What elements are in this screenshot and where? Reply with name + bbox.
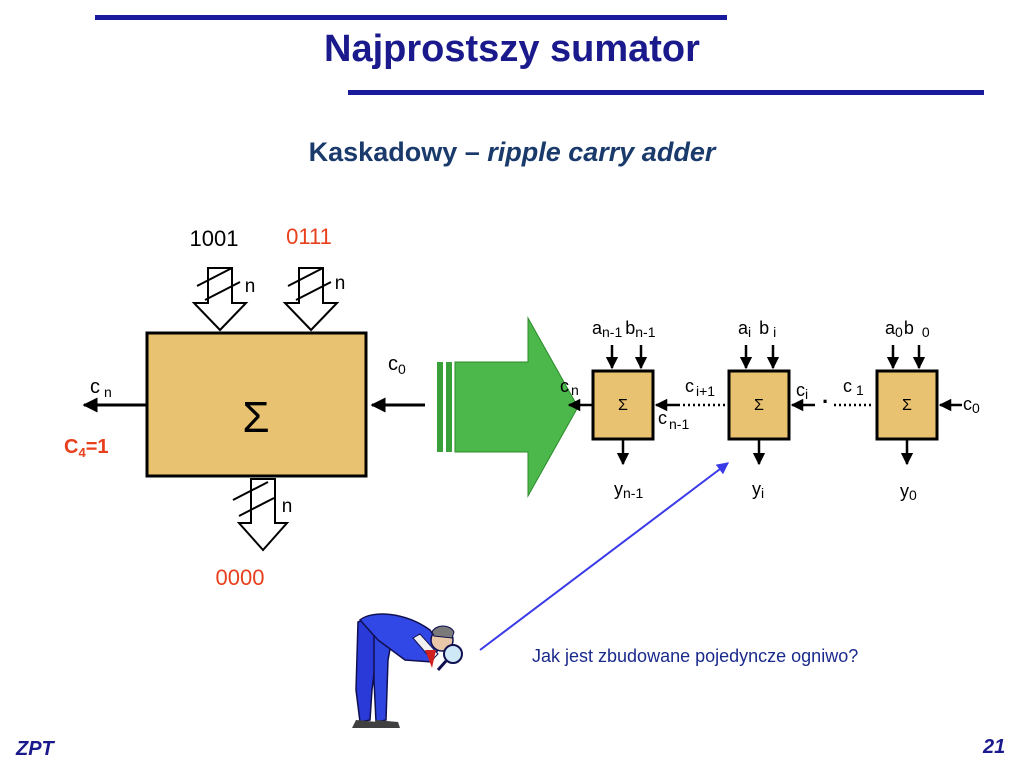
subtitle-italic: ripple carry adder	[487, 137, 716, 167]
chain-cell-i-sigma: Σ	[754, 397, 764, 414]
page-number: 21	[983, 736, 1006, 758]
bus-arrow-out	[236, 478, 290, 552]
bus-slash-a2	[204, 281, 241, 301]
title-rule-bottom	[348, 90, 984, 95]
big-adder-sigma: Σ	[242, 393, 269, 442]
chain-c0-label: c0	[963, 394, 980, 416]
chain-cell-n-1-sigma: Σ	[618, 397, 628, 414]
detective-clipart	[352, 613, 463, 728]
slide-subtitle: Kaskadowy – ripple carry adder	[0, 137, 1024, 168]
bus-slash-a1	[196, 267, 233, 287]
pointer-line	[479, 462, 729, 651]
input-b-value: 0111	[286, 224, 332, 249]
input-a-value: 1001	[190, 226, 239, 251]
big-adder-box	[145, 331, 368, 478]
chain-cell-i	[727, 369, 791, 441]
chain-cell-0-sigma: Σ	[902, 397, 912, 414]
chain-ellipsis-dot: ·	[822, 389, 829, 414]
green-expand-arrow	[454, 316, 579, 498]
question-text: Jak jest zbudowane pojedyncze ogniwo?	[532, 646, 859, 666]
chain-ci-label: ci	[796, 380, 808, 402]
bus-width-b: n	[335, 273, 346, 294]
bus-slash-b1	[287, 267, 324, 287]
title-rule-top	[95, 15, 727, 20]
carry-result: C4=1	[64, 436, 109, 460]
output-value: 0000	[216, 565, 265, 590]
bus-width-out: n	[282, 496, 293, 517]
footer-left: ZPT	[16, 738, 54, 760]
green-arrow-stripe-1	[437, 362, 443, 452]
chain-cell-0-y-label: y0	[900, 481, 917, 503]
chain-cell-i-y-label: yi	[752, 479, 764, 501]
bus-width-a: n	[245, 276, 256, 297]
slide-title: Najprostszy sumator	[324, 28, 700, 70]
bus-slash-out1	[232, 481, 269, 501]
subtitle-main: Kaskadowy –	[308, 137, 488, 167]
green-arrow-stripe-2	[446, 362, 452, 452]
bus-slash-b2	[295, 281, 332, 301]
bus-slash-out2	[238, 497, 275, 517]
bus-arrow-a	[191, 267, 249, 332]
chain-cell-n-1-y-label: yn-1	[614, 479, 643, 501]
bus-arrow-b	[282, 267, 340, 332]
carry-in-label: c0	[388, 353, 406, 377]
